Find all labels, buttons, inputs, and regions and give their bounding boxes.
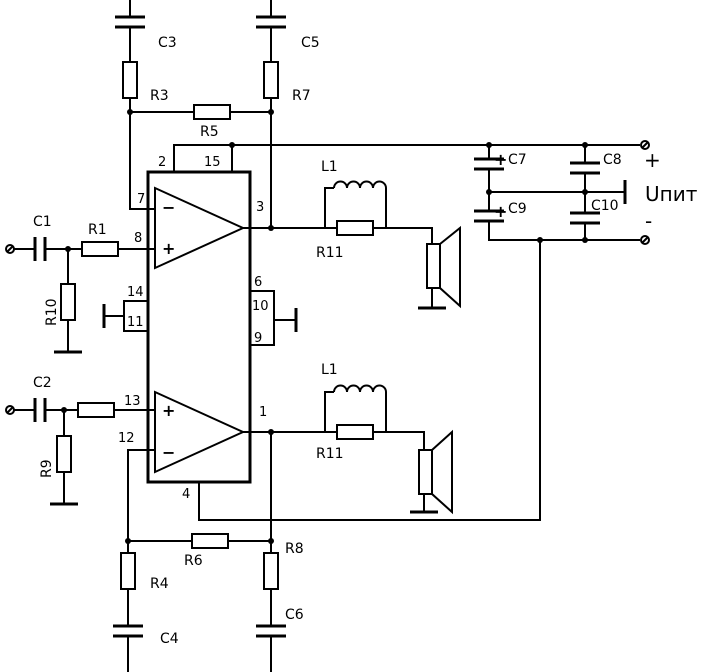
label-l1-bottom: L1 <box>321 362 338 378</box>
opamp-bottom-minus: − <box>162 443 175 462</box>
pin-6: 6 <box>254 275 262 290</box>
speaker-bottom <box>418 429 453 515</box>
label-c8: C8 <box>603 152 622 168</box>
pin-15: 15 <box>204 155 221 170</box>
label-r9: R9 <box>39 459 55 478</box>
label-r3: R3 <box>150 88 169 104</box>
pin-10: 10 <box>252 299 269 314</box>
resistor-r7 <box>263 61 279 99</box>
label-c9: C9 <box>508 201 527 217</box>
c9-polarity: + <box>494 202 507 221</box>
label-c1: C1 <box>33 214 52 230</box>
opamp-top-plus: + <box>162 239 175 258</box>
label-r8: R8 <box>285 541 304 557</box>
label-r10: R10 <box>44 298 60 326</box>
label-r11-bottom: R11 <box>316 446 344 462</box>
supply-plus-sign: + <box>644 148 661 172</box>
c7-polarity: + <box>494 150 507 169</box>
capacitor-c8 <box>570 161 600 175</box>
resistor-r11-bottom <box>336 424 374 440</box>
capacitor-c10 <box>570 211 600 225</box>
pin-3: 3 <box>256 200 264 215</box>
inductor-l1-bottom <box>333 384 387 393</box>
label-c2: C2 <box>33 375 52 391</box>
capacitor-c4 <box>113 624 143 638</box>
resistor-r3 <box>122 61 138 99</box>
resistor-r8 <box>263 552 279 590</box>
opamp-bottom <box>154 390 246 474</box>
resistor-r2 <box>77 402 115 418</box>
pin-1: 1 <box>259 405 267 420</box>
capacitor-c2 <box>33 398 47 422</box>
opamp-top-minus: − <box>162 198 175 217</box>
label-r7: R7 <box>292 88 311 104</box>
terminal-supply-plus <box>640 140 650 150</box>
resistor-r1 <box>81 241 119 257</box>
supply-label: Uпит <box>645 182 698 206</box>
opamp-top <box>154 186 246 270</box>
pin-13: 13 <box>124 394 141 409</box>
label-c7: C7 <box>508 152 527 168</box>
speaker-top <box>426 225 461 309</box>
resistor-r11-top <box>336 220 374 236</box>
inductor-l1-top <box>333 180 387 189</box>
capacitor-c5 <box>256 0 286 62</box>
label-c10: C10 <box>591 198 619 214</box>
resistor-r6 <box>191 533 229 549</box>
pin-8: 8 <box>134 231 142 246</box>
pin-11: 11 <box>127 315 144 330</box>
resistor-r10 <box>60 283 76 321</box>
supply-minus-sign: - <box>645 209 652 233</box>
pin-14: 14 <box>127 285 144 300</box>
opamp-bottom-plus: + <box>162 401 175 420</box>
terminal-supply-minus <box>640 235 650 245</box>
capacitor-c1 <box>33 237 47 261</box>
capacitor-c3 <box>115 0 145 62</box>
label-r4: R4 <box>150 576 169 592</box>
label-r1: R1 <box>88 222 107 238</box>
label-c5: C5 <box>301 35 320 51</box>
label-c6: C6 <box>285 607 304 623</box>
label-l1-top: L1 <box>321 159 338 175</box>
pin-7: 7 <box>137 192 145 207</box>
label-r6: R6 <box>184 553 203 569</box>
capacitor-c6 <box>256 624 286 638</box>
pin-12: 12 <box>118 431 135 446</box>
label-r5: R5 <box>200 124 219 140</box>
pin-4: 4 <box>182 487 190 502</box>
resistor-r5 <box>193 104 231 120</box>
resistor-r9 <box>56 435 72 473</box>
pin-9: 9 <box>254 331 262 346</box>
pin-2: 2 <box>158 155 166 170</box>
label-c3: C3 <box>158 35 177 51</box>
label-r11-top: R11 <box>316 245 344 261</box>
label-c4: C4 <box>160 631 179 647</box>
resistor-r4 <box>120 552 136 590</box>
